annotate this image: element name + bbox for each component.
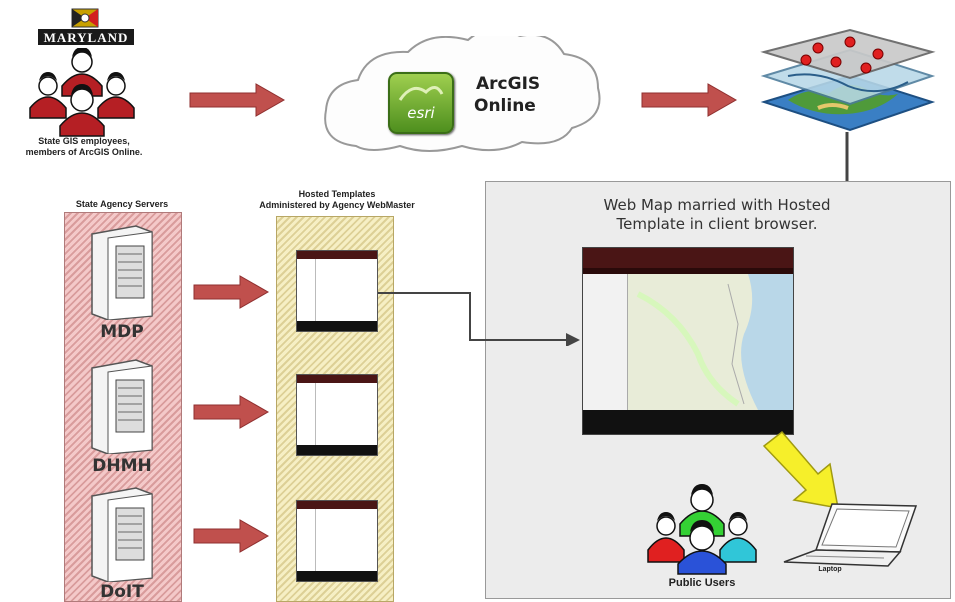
- laptop-icon: [783, 503, 918, 567]
- web-template-icon: [296, 374, 378, 456]
- public-users-group: [644, 484, 760, 576]
- server-mdp: [86, 222, 158, 322]
- laptop: Laptop: [780, 500, 920, 580]
- maryland-logo-icon: [38, 8, 134, 45]
- esri-logo-icon: esri: [388, 72, 454, 134]
- browser-panel-title-1: Web Map married with Hosted: [603, 196, 831, 214]
- arcgis-online-title-1: ArcGIS: [476, 74, 541, 94]
- server-label-dhmh: DHMH: [92, 456, 152, 476]
- maryland-logo: MARYLAND: [36, 8, 136, 46]
- gis-employees-caption: State GIS employees, members of ArcGIS O…: [25, 136, 143, 157]
- web-template-icon: [296, 250, 378, 332]
- server-arrow-3: [193, 519, 270, 553]
- state-servers-title: State Agency Servers: [75, 199, 169, 209]
- server-icon: [91, 225, 153, 321]
- public-users-label: Public Users: [668, 577, 736, 589]
- server-arrow-1: [193, 275, 270, 309]
- web-template-icon: [296, 500, 378, 582]
- flow-arrow-1: [189, 83, 286, 117]
- browser-screenshot-icon: [582, 247, 794, 435]
- gis-employees-group: [22, 47, 142, 138]
- arcgis-online-cloud: esri ArcGIS Online: [316, 29, 620, 162]
- server-arrow-2: [193, 395, 270, 429]
- server-icon: [91, 487, 153, 583]
- hosted-templates-title-1: Hosted Templates: [298, 189, 376, 199]
- esri-logo-text: esri: [407, 104, 435, 122]
- flow-arrow-2: [641, 83, 738, 117]
- arcgis-online-title-2: Online: [474, 96, 536, 116]
- browser-panel-title-2: Template in client browser.: [616, 215, 818, 233]
- people-group-icon: [29, 47, 135, 137]
- server-doit: [86, 484, 158, 584]
- server-icon: [91, 359, 153, 455]
- laptop-label: Laptop: [818, 566, 842, 573]
- maryland-logo-text: MARYLAND: [43, 30, 129, 45]
- server-label-mdp: MDP: [100, 322, 144, 342]
- public-users-icon: [647, 484, 757, 575]
- map-layers-icon: [760, 28, 936, 132]
- yellow-arrow-icon: [762, 430, 839, 509]
- server-dhmh: [86, 356, 158, 456]
- template-to-browser-connector: [378, 292, 580, 346]
- hosted-templates-title-2: Administered by Agency WebMaster: [259, 200, 415, 210]
- server-label-doit: DoIT: [100, 582, 144, 602]
